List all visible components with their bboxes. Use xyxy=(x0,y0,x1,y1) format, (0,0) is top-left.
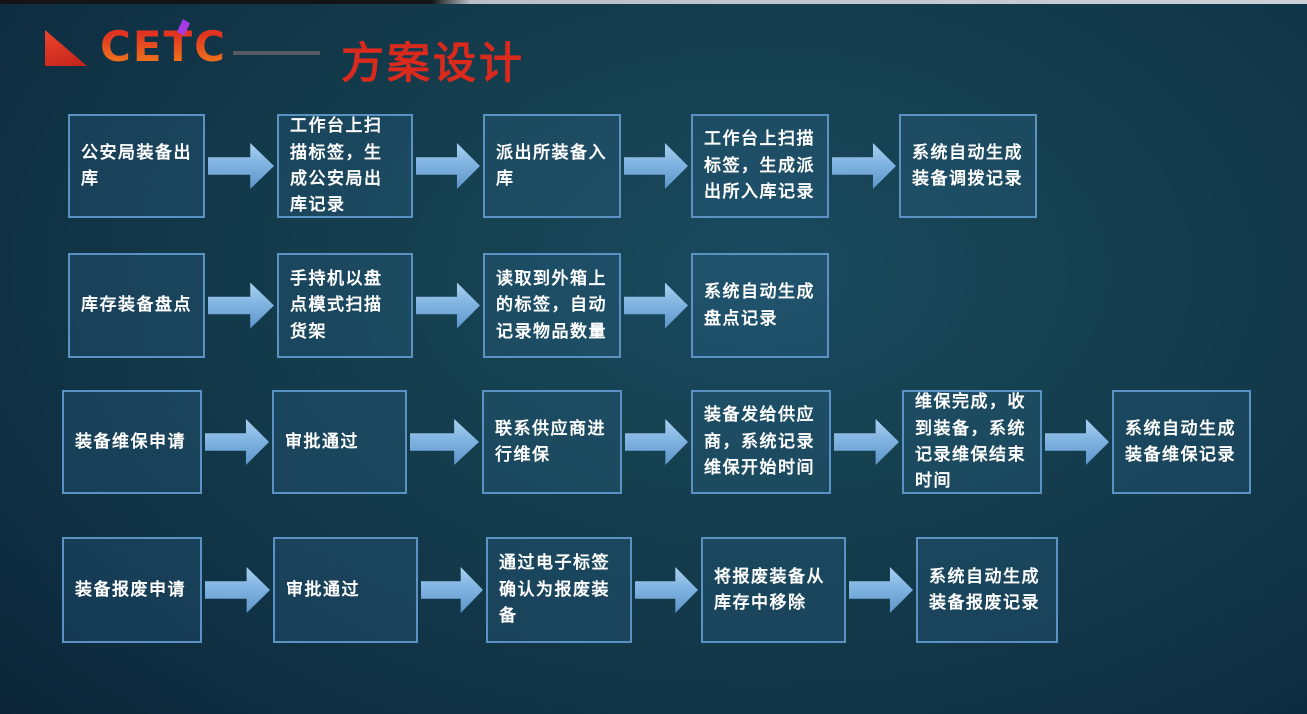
maintenance-flow-step-box: 维保完成，收到装备，系统记录维保结束时间 xyxy=(902,390,1042,494)
scrap-flow-step-box: 装备报废申请 xyxy=(62,537,202,643)
flow-arrow-icon xyxy=(635,567,698,613)
maintenance-flow-step-box: 系统自动生成装备维保记录 xyxy=(1112,390,1251,494)
equipment-dispatch-flow-step-box: 工作台上扫描标签，生成公安局出库记录 xyxy=(277,114,413,218)
flow-step-label: 系统自动生成盘点记录 xyxy=(704,282,815,329)
flow-step-label: 读取到外箱上的标签，自动记录物品数量 xyxy=(496,268,607,342)
flow-arrow-icon xyxy=(416,282,480,329)
scrap-flow-step-box: 将报废装备从库存中移除 xyxy=(701,537,846,643)
maintenance-flow-step-box: 审批通过 xyxy=(272,390,407,494)
flow-step-label: 审批通过 xyxy=(286,579,360,600)
flow-arrow-icon xyxy=(208,282,274,329)
maintenance-flow-step-box: 联系供应商进行维保 xyxy=(482,390,622,494)
flow-arrow-icon xyxy=(421,567,483,613)
flow-step-label: 公安局装备出库 xyxy=(81,142,192,189)
window-edge-strip xyxy=(0,0,1307,4)
flow-arrow-icon xyxy=(849,567,913,613)
flow-step-label: 通过电子标签确认为报废装备 xyxy=(499,553,610,627)
inventory-check-flow-step-box: 读取到外箱上的标签，自动记录物品数量 xyxy=(483,253,621,358)
flow-arrow-icon xyxy=(416,143,480,189)
flow-arrow-icon xyxy=(1045,419,1109,465)
flow-arrow-icon xyxy=(624,282,688,329)
inventory-check-flow-step-box: 手持机以盘点模式扫描货架 xyxy=(277,253,413,358)
flow-arrow-icon xyxy=(624,143,688,189)
flow-arrow-icon xyxy=(410,419,479,465)
cetc-logo: CETC xyxy=(100,22,227,71)
flow-step-label: 系统自动生成装备调拨记录 xyxy=(912,142,1023,189)
flow-step-label: 将报废装备从库存中移除 xyxy=(714,566,825,613)
scrap-flow-step-box: 通过电子标签确认为报废装备 xyxy=(486,537,632,643)
flow-step-label: 装备维保申请 xyxy=(75,431,186,452)
flow-arrow-icon xyxy=(205,567,270,613)
flow-arrow-icon xyxy=(832,143,896,189)
flow-step-label: 装备发给供应商，系统记录维保开始时间 xyxy=(704,405,815,479)
page-title: 方案设计 xyxy=(341,39,525,89)
inventory-check-flow-step-box: 库存装备盘点 xyxy=(68,253,205,358)
flow-step-label: 系统自动生成装备维保记录 xyxy=(1125,418,1236,465)
flow-step-label: 审批通过 xyxy=(285,431,359,452)
flow-step-label: 库存装备盘点 xyxy=(81,295,192,316)
maintenance-flow-step-box: 装备发给供应商，系统记录维保开始时间 xyxy=(691,390,831,494)
equipment-dispatch-flow-step-box: 系统自动生成装备调拨记录 xyxy=(899,114,1037,218)
flow-arrow-icon xyxy=(208,143,274,189)
maintenance-flow-step-box: 装备维保申请 xyxy=(62,390,202,494)
equipment-dispatch-flow-step-box: 派出所装备入库 xyxy=(483,114,621,218)
inventory-check-flow-step-box: 系统自动生成盘点记录 xyxy=(691,253,829,358)
flow-step-label: 系统自动生成装备报废记录 xyxy=(929,566,1040,613)
flow-step-label: 派出所装备入库 xyxy=(496,142,607,189)
flow-arrow-icon xyxy=(625,419,688,465)
cetc-triangle-icon xyxy=(45,30,87,66)
header-divider xyxy=(233,51,320,55)
scrap-flow-step-box: 审批通过 xyxy=(273,537,418,643)
equipment-dispatch-flow-step-box: 公安局装备出库 xyxy=(68,114,205,218)
flow-step-label: 工作台上扫描标签，生成派出所入库记录 xyxy=(704,129,815,203)
scrap-flow-step-box: 系统自动生成装备报废记录 xyxy=(916,537,1058,643)
flow-step-label: 工作台上扫描标签，生成公安局出库记录 xyxy=(290,116,383,216)
flow-step-label: 装备报废申请 xyxy=(75,579,186,600)
flow-step-label: 维保完成，收到装备，系统记录维保结束时间 xyxy=(915,392,1026,492)
equipment-dispatch-flow-step-box: 工作台上扫描标签，生成派出所入库记录 xyxy=(691,114,829,218)
flow-step-label: 手持机以盘点模式扫描货架 xyxy=(290,268,383,342)
flow-arrow-icon xyxy=(834,419,899,465)
flow-step-label: 联系供应商进行维保 xyxy=(495,418,606,465)
flow-arrow-icon xyxy=(205,419,269,465)
